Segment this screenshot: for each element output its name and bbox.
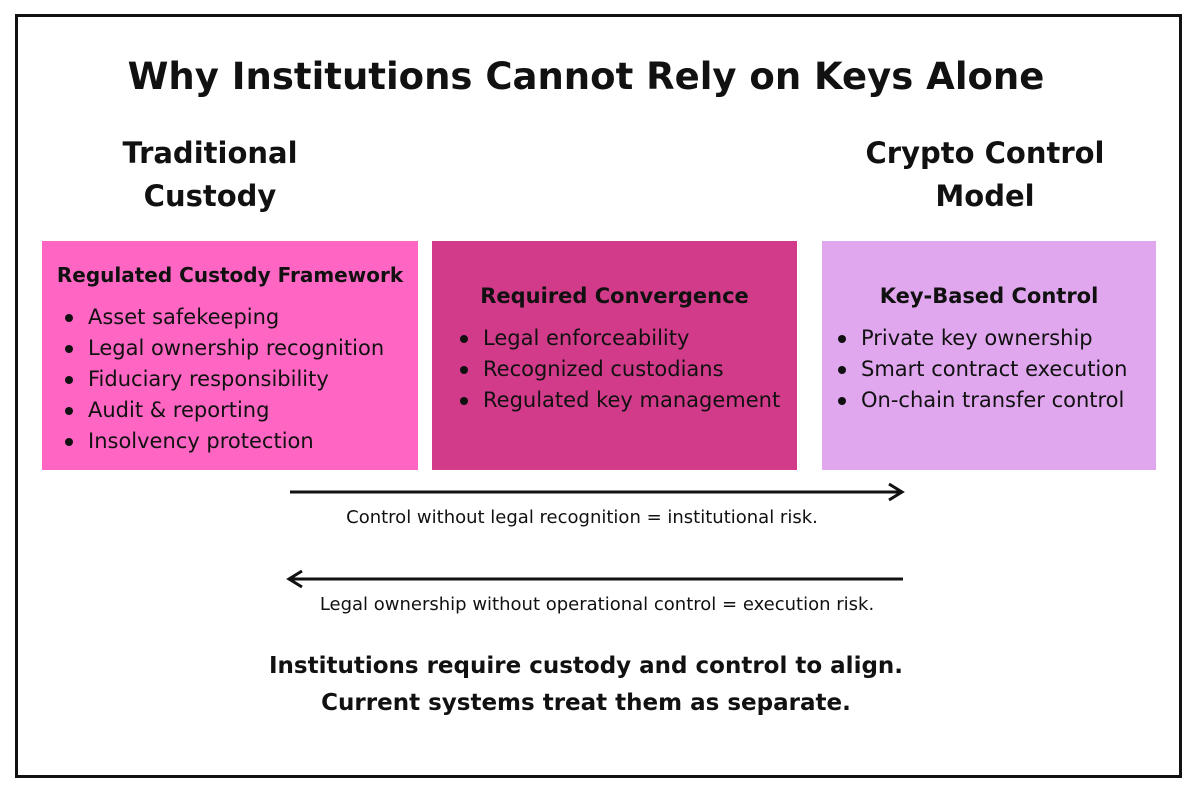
heading-line: Traditional [122,136,298,170]
box-title: Key-Based Control [879,284,1099,308]
heading-line: Model [935,179,1035,213]
diagram-title: Why Institutions Cannot Rely on Keys Alo… [127,55,1045,98]
right-arrow-caption: Control without legal recognition = inst… [346,507,818,528]
list-item: Regulated key management [458,385,780,416]
diagram-frame [15,14,1182,778]
box-title: Required Convergence [480,284,749,308]
bullet-list: Legal enforceability Recognized custodia… [458,323,780,416]
left-arrow-icon [286,569,903,589]
list-item: Audit & reporting [63,395,384,426]
right-arrow-icon [290,482,905,502]
heading-line: Custody [143,179,277,213]
regulated-custody-box: Regulated Custody Framework Asset safeke… [42,241,418,470]
list-item: Legal enforceability [458,323,780,354]
bullet-list: Private key ownership Smart contract exe… [836,323,1127,416]
list-item: Private key ownership [836,323,1127,354]
required-convergence-box: Required Convergence Legal enforceabilit… [432,241,797,470]
key-based-control-box: Key-Based Control Private key ownership … [822,241,1156,470]
left-arrow-caption: Legal ownership without operational cont… [319,594,875,615]
crypto-control-heading: Crypto Control Model [835,132,1135,218]
traditional-custody-heading: Traditional Custody [60,132,360,218]
list-item: Legal ownership recognition [63,333,384,364]
list-item: Smart contract execution [836,354,1127,385]
list-item: Fiduciary responsibility [63,364,384,395]
list-item: Recognized custodians [458,354,780,385]
heading-line: Crypto Control [865,136,1105,170]
conclusion-line: Institutions require custody and control… [268,653,904,679]
conclusion-line: Current systems treat them as separate. [321,690,851,716]
list-item: Asset safekeeping [63,302,384,333]
list-item: On-chain transfer control [836,385,1127,416]
bullet-list: Asset safekeeping Legal ownership recogn… [63,302,384,457]
box-title: Regulated Custody Framework [56,263,404,287]
list-item: Insolvency protection [63,426,384,457]
